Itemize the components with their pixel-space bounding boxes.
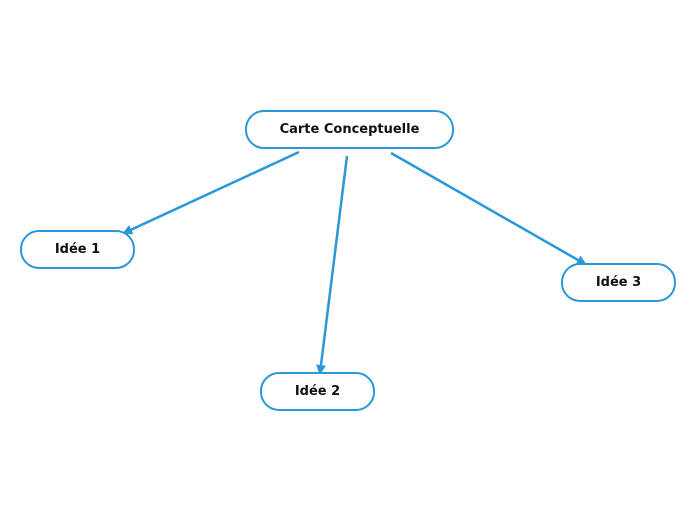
idea-node-1-label: Idée 1 xyxy=(54,242,101,257)
central-topic-node[interactable]: Carte Conceptuelle xyxy=(245,110,454,149)
idea-node-3-label: Idée 3 xyxy=(595,275,642,290)
connector-root-to-idee-1 xyxy=(122,150,300,235)
connector-root-to-idee-3 xyxy=(390,151,587,266)
idea-node-3[interactable]: Idée 3 xyxy=(561,263,676,302)
idea-node-1[interactable]: Idée 1 xyxy=(20,230,135,269)
idea-node-2[interactable]: Idée 2 xyxy=(260,372,375,411)
central-topic-label: Carte Conceptuelle xyxy=(279,122,420,137)
idea-node-2-label: Idée 2 xyxy=(294,384,341,399)
connector-root-to-idee-2 xyxy=(316,155,349,375)
